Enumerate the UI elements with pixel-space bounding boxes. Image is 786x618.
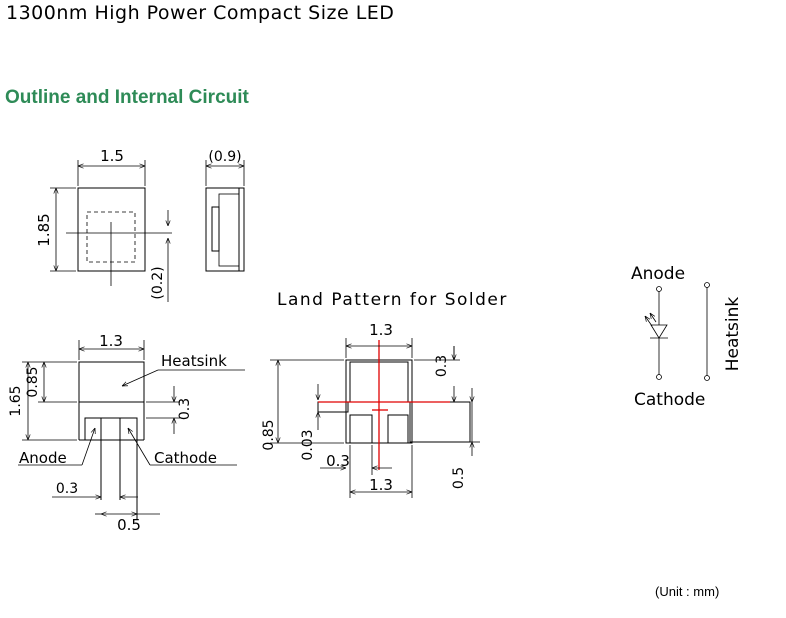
side-thickness-label: (0.9) — [208, 149, 241, 165]
bottom-total-height-label: 1.65 — [8, 385, 24, 416]
bottom-anode-pad — [84, 417, 102, 441]
circuit-heatsink-label: Heatsink — [723, 297, 743, 372]
land-pattern: Land Pattern for Solder 1.3 0.3 0.85 0.0… — [261, 290, 508, 498]
offset-label: (0.2) — [150, 266, 166, 299]
land-bottom-width-label: 1.3 — [369, 476, 393, 494]
top-width-label: 1.5 — [100, 147, 124, 165]
bottom-heatsink-label: Heatsink — [161, 352, 227, 370]
bottom-cathode-pad — [119, 417, 138, 441]
circuit-cathode-label: Cathode — [634, 390, 705, 410]
unit-note: (Unit : mm) — [655, 584, 720, 599]
side-view-body — [205, 187, 245, 272]
bottom-anode-label: Anode — [19, 449, 67, 467]
land-pad-width-label: 0.3 — [326, 452, 350, 470]
bottom-pad-pitch-label: 0.5 — [117, 516, 141, 534]
bottom-pad-width-label: 0.3 — [56, 481, 78, 497]
bottom-gap-label: 0.3 — [177, 398, 193, 420]
led-symbol-icon — [650, 324, 668, 339]
bottom-view: 1.3 1.65 0.85 0.3 Heatsink Anode Cathode… — [8, 332, 245, 534]
section-title: Outline and Internal Circuit — [5, 87, 249, 108]
bottom-cathode-label: Cathode — [154, 449, 217, 467]
page-title: 1300nm High Power Compact Size LED — [6, 2, 395, 24]
land-top-height-label: 0.3 — [434, 355, 450, 377]
top-height-label: 1.85 — [35, 213, 53, 246]
bottom-heatsink-pad — [78, 361, 145, 403]
side-view: (0.9) — [205, 149, 245, 272]
bottom-pad-height-label: 0.85 — [25, 366, 41, 397]
internal-circuit: Anode Cathode Heatsink — [631, 264, 743, 410]
land-pattern-title: Land Pattern for Solder — [277, 290, 508, 310]
top-view-body — [77, 187, 146, 272]
top-view: 1.5 1.85 (0.2) — [35, 147, 172, 302]
land-gap-label: 0.03 — [300, 429, 316, 460]
land-top-width-label: 1.3 — [369, 321, 393, 339]
land-total-height-label: 0.85 — [261, 419, 277, 450]
circuit-anode-label: Anode — [631, 264, 685, 284]
land-pad-length-label: 0.5 — [451, 467, 467, 489]
bottom-width-label: 1.3 — [99, 332, 123, 350]
